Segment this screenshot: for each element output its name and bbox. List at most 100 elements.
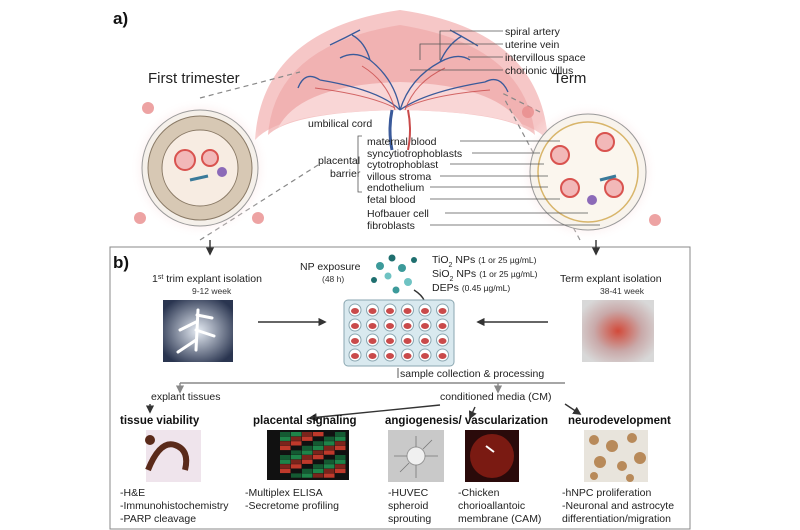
term-villus [518, 102, 661, 242]
plate-well-tissue [403, 308, 412, 314]
heatmap-cell [280, 473, 291, 478]
plate-well-tissue [351, 338, 359, 344]
heatmap-cell [313, 455, 324, 460]
heatmap-cell [324, 455, 335, 460]
category-title: placental signaling [253, 415, 357, 427]
plate-well-tissue [351, 308, 359, 314]
heatmap-cell [302, 436, 313, 441]
first-trim-week: 9-12 week [192, 286, 232, 296]
umbilical-cord-label: umbilical cord [308, 118, 372, 130]
heatmap-cell [313, 450, 324, 455]
category-item: -HUVEC [388, 487, 429, 499]
heatmap-cell [291, 468, 302, 474]
heatmap-cell [302, 473, 313, 478]
heatmap-cell [280, 459, 291, 464]
heatmap-cell [291, 441, 302, 446]
plate-well-tissue [368, 353, 377, 359]
layer-label: Hofbauer cell [367, 208, 429, 220]
heatmap-cell [335, 436, 346, 441]
heatmap-cell [335, 473, 346, 478]
heatmap-cell [335, 441, 346, 446]
layer-label: fetal blood [367, 194, 416, 206]
layer-label: cytotrophoblast [367, 159, 438, 171]
category-item: membrane (CAM) [458, 513, 541, 525]
category-item: -Multiplex ELISA [245, 487, 323, 499]
heatmap-image [267, 430, 349, 480]
placental-barrier-label: placental [318, 155, 360, 167]
panel-a-label: a) [113, 9, 128, 28]
plate-well-tissue [421, 353, 429, 359]
plate-well-tissue [351, 323, 359, 329]
heatmap-cell [313, 464, 324, 469]
heatmap-cell [313, 473, 324, 478]
plate-well-tissue [438, 308, 447, 314]
placenta-dome [255, 10, 548, 151]
heatmap-cell [291, 473, 302, 478]
heatmap-cell [280, 450, 291, 455]
heatmap-cell [335, 468, 346, 474]
explant-tissues-label: explant tissues [151, 391, 220, 403]
category-item: -Chicken [458, 487, 500, 499]
placental-signaling-items: -Multiplex ELISA -Secretome profiling [245, 487, 339, 512]
layer-label: fibroblasts [367, 220, 415, 232]
np-sio2: SiO2 NPs(1 or 25 µg/mL) [432, 268, 538, 283]
neurodevelopment-items: -hNPC proliferation -Neuronal and astroc… [562, 487, 674, 525]
heatmap-cell [313, 445, 324, 451]
plate-well-tissue [386, 353, 394, 359]
heatmap-cell [302, 459, 313, 464]
top-label: spiral artery [505, 26, 561, 38]
panel-b-frame [109, 246, 691, 530]
np-exposure-label: NP exposure [300, 261, 361, 273]
cam-image [465, 430, 519, 482]
heatmap-cell [335, 455, 346, 460]
category-title: angiogenesis/ vascularization [385, 415, 548, 427]
first-trimester-label: First trimester [148, 70, 240, 87]
panel-b-label: b) [113, 253, 129, 272]
plate-well-tissue [368, 308, 377, 314]
heatmap-cell [280, 468, 291, 474]
huvec-spheroid-image [388, 430, 444, 482]
plate-well-tissue [438, 323, 447, 329]
plate-well-tissue [403, 353, 412, 359]
heatmap-cell [313, 459, 324, 464]
plate-well-tissue [403, 338, 412, 344]
category-item: -Neuronal and astrocyte [562, 500, 674, 512]
heatmap-cell [313, 441, 324, 446]
heatmap-cell [291, 432, 302, 437]
plate-well-tissue [403, 323, 412, 329]
np-deps: DEPs(0.45 µg/mL) [432, 282, 510, 294]
category-item: -hNPC proliferation [562, 487, 651, 499]
tissue-viability-items: -H&E -Immunohistochemistry -PARP cleavag… [120, 487, 229, 525]
first-trimester-villus [130, 98, 270, 238]
np-tio2: TiO2 NPs(1 or 25 µg/mL) [432, 254, 537, 269]
term-label: Term [553, 70, 586, 87]
term-explant-image [582, 300, 654, 362]
heatmap-cell [302, 450, 313, 455]
top-label: chorionic villus [505, 65, 573, 77]
heatmap-cell [280, 432, 291, 437]
category-item: spheroid [388, 500, 428, 512]
zoom-lines [199, 71, 581, 241]
heatmap-cell [302, 455, 313, 460]
layer-label: villous stroma [367, 171, 431, 183]
heatmap-cell [335, 459, 346, 464]
plate-well-tissue [351, 353, 359, 359]
heatmap-cell [291, 455, 302, 460]
top-labels: spiral artery uterine vein intervillous … [410, 26, 586, 77]
heatmap-cell [291, 464, 302, 469]
hnpc-image [584, 430, 648, 482]
heatmap-cell [335, 450, 346, 455]
heatmap-cell [291, 459, 302, 464]
term-explant-label: Term explant isolation [560, 273, 662, 285]
top-label: intervillous space [505, 52, 586, 64]
huvec-items: -HUVEC spheroid sprouting [388, 487, 431, 525]
heatmap-cell [291, 445, 302, 451]
first-trim-explant-label: 1st trim explant isolation [152, 273, 262, 285]
plate-well-tissue [386, 338, 394, 344]
heatmap-cell [280, 441, 291, 446]
heatmap-cell [291, 450, 302, 455]
plate-well-tissue [368, 323, 377, 329]
category-item: -Immunohistochemistry [120, 500, 229, 512]
first-trim-explant-image [163, 300, 233, 362]
plate-well-tissue [421, 338, 429, 344]
